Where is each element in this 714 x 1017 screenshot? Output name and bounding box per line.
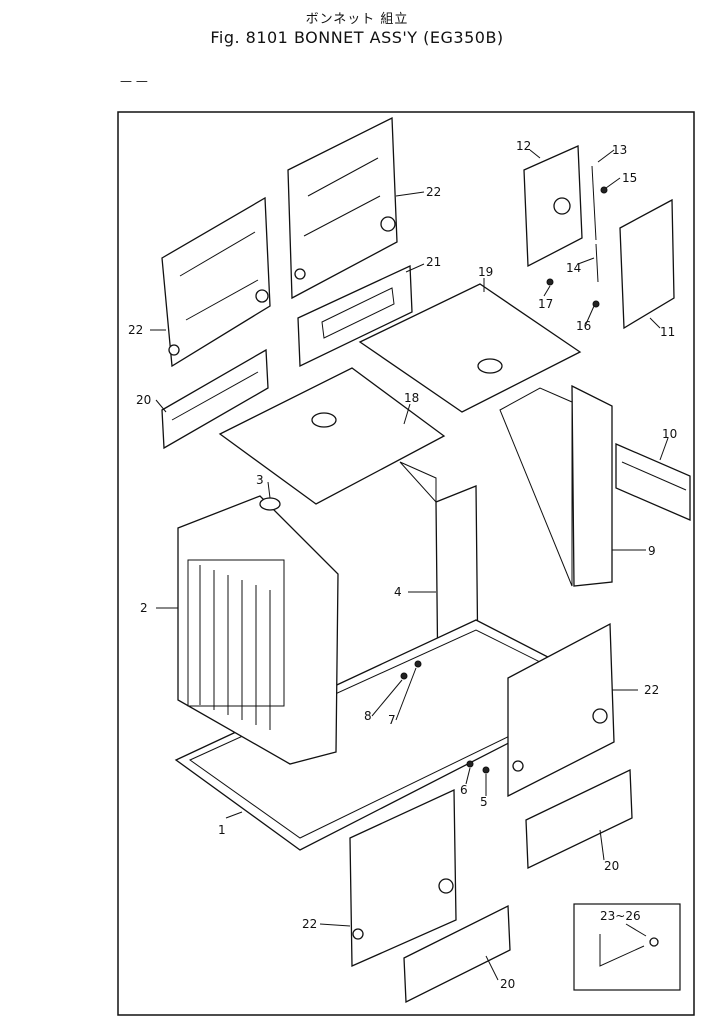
callout-9: 9	[648, 544, 656, 558]
part-20-skirt-panel-lower-right	[525, 768, 633, 870]
callout-6: 6	[460, 783, 468, 797]
callout-20-lower-front: 20	[500, 977, 515, 991]
callout-12: 12	[516, 139, 531, 153]
part-18-front-roof-panel	[218, 367, 446, 505]
part-14-rod	[595, 243, 599, 283]
part-5-bolt	[482, 766, 490, 774]
figure-title: Fig. 8101 BONNET ASS'Y (EG350B)	[210, 28, 504, 47]
callout-2: 2	[140, 601, 148, 615]
margin-mark: — —	[120, 74, 148, 88]
callout-23-26: 23~26	[600, 909, 641, 923]
part-17-bolt	[546, 278, 554, 286]
callout-19: 19	[478, 265, 493, 279]
part-21-louvre-panel	[297, 265, 413, 368]
callout-4: 4	[394, 585, 402, 599]
callout-13: 13	[612, 143, 627, 157]
callout-11: 11	[660, 325, 675, 339]
part-22-side-door-upper	[287, 116, 398, 300]
part-20-skirt-panel-lower-front	[403, 904, 511, 1004]
callout-15: 15	[622, 171, 637, 185]
callout-3: 3	[256, 473, 264, 487]
callout-22-upper: 22	[426, 185, 441, 199]
callout-8: 8	[364, 709, 372, 723]
callout-20-lower-right: 20	[604, 859, 619, 873]
callout-20-upper-left: 20	[136, 393, 151, 407]
part-19-rear-roof-panel	[358, 283, 582, 413]
part-22-side-door-lower-right	[507, 622, 615, 798]
callout-22-lower-right: 22	[644, 683, 659, 697]
part-22-side-door-upper-left	[161, 196, 271, 368]
diagram-frame	[117, 111, 695, 1016]
part-3-radiator-cap	[259, 497, 281, 511]
part-8-washer	[400, 672, 408, 680]
callout-22-lower-front: 22	[302, 917, 317, 931]
callout-7: 7	[388, 713, 396, 727]
callout-14: 14	[566, 261, 581, 275]
callout-22-upper-left: 22	[128, 323, 143, 337]
part-9-rear-frame	[499, 384, 613, 587]
callout-21: 21	[426, 255, 441, 269]
callout-17: 17	[538, 297, 553, 311]
part-16-bolt	[592, 300, 600, 308]
callout-5: 5	[480, 795, 488, 809]
callout-18: 18	[404, 391, 419, 405]
part-6-washer	[466, 760, 474, 768]
leader-lines	[150, 149, 669, 981]
part-11-side-cover	[619, 198, 675, 330]
part-13-hinge	[591, 165, 597, 241]
part-22-side-door-lower-front	[349, 788, 457, 967]
part-15-nut	[600, 186, 608, 194]
part-10-rail	[615, 443, 691, 521]
figure-title-japanese: ボンネット 組立	[305, 12, 409, 27]
part-2-radiator	[177, 495, 339, 765]
part-12-access-door	[523, 145, 583, 268]
callout-16: 16	[576, 319, 591, 333]
part-20-skirt-panel-upper-left	[161, 348, 269, 450]
callout-1: 1	[218, 823, 226, 837]
part-7-bolt	[414, 660, 422, 668]
inset-23-26-handle	[573, 903, 681, 991]
callout-10: 10	[662, 427, 677, 441]
